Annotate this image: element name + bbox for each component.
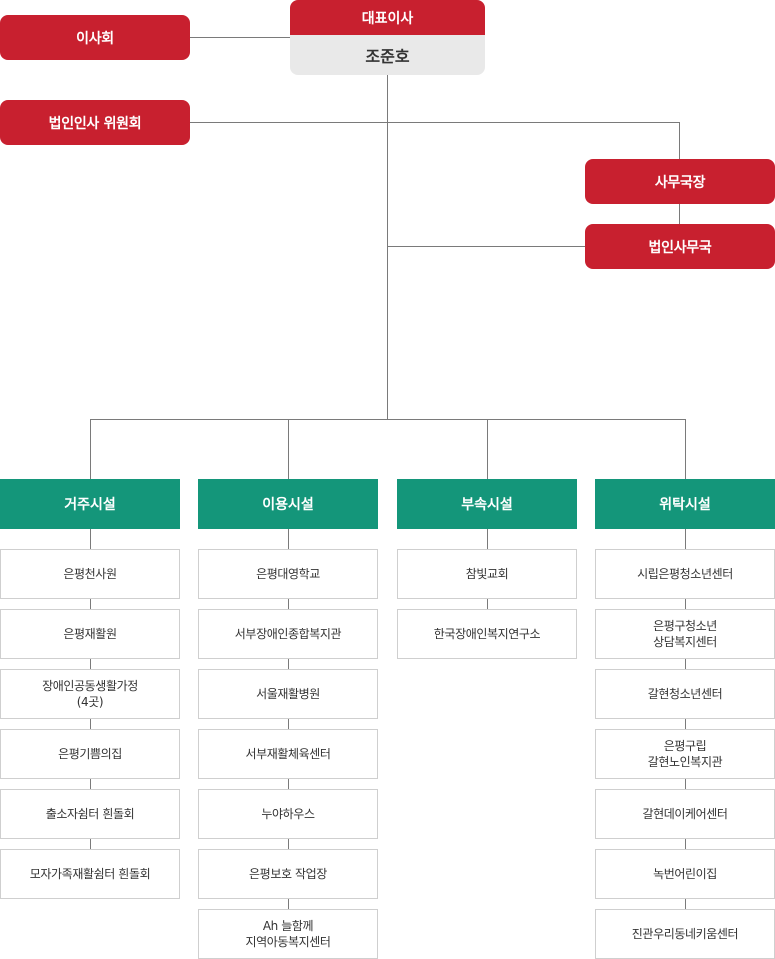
- facility-label: 은평구청소년 상담복지센터: [653, 619, 717, 649]
- facility-label: 출소자쉼터 흰돌회: [45, 807, 135, 821]
- facility-box: 모자가족재활쉼터 흰돌회: [0, 849, 180, 899]
- column-header-affiliated: 부속시설: [397, 479, 577, 529]
- facility-box: 은평기쁨의집: [0, 729, 180, 779]
- facility-box: 갈현데이케어센터: [595, 789, 775, 839]
- ceo-name: 조준호: [290, 35, 485, 75]
- ceo-title: 대표이사: [290, 0, 485, 35]
- facility-box: Ah 늘함께 지역아동복지센터: [198, 909, 378, 959]
- facility-label: 서부재활체육센터: [245, 747, 331, 761]
- column-header-commissioned: 위탁시설: [595, 479, 775, 529]
- facility-box: 은평구립 갈현노인복지관: [595, 729, 775, 779]
- facility-label: 한국장애인복지연구소: [433, 627, 541, 641]
- facility-box: 시립은평청소년센터: [595, 549, 775, 599]
- facility-label: 진관우리동네키움센터: [631, 927, 739, 941]
- facility-box: 출소자쉼터 흰돌회: [0, 789, 180, 839]
- facility-box: 서부재활체육센터: [198, 729, 378, 779]
- facility-label: Ah 늘함께 지역아동복지센터: [245, 919, 331, 949]
- facility-label: 누야하우스: [261, 807, 315, 821]
- facility-box: 누야하우스: [198, 789, 378, 839]
- facility-label: 갈현청소년센터: [647, 687, 723, 701]
- facility-box: 은평보호 작업장: [198, 849, 378, 899]
- secretary-general-box: 사무국장: [585, 159, 775, 204]
- column-header-usage: 이용시설: [198, 479, 378, 529]
- facility-box: 은평재활원: [0, 609, 180, 659]
- facility-box: 참빛교회: [397, 549, 577, 599]
- facility-box: 장애인공동생활가정 (4곳): [0, 669, 180, 719]
- facility-label: 은평대영학교: [256, 567, 320, 581]
- column-header-residential: 거주시설: [0, 479, 180, 529]
- facility-label: 서부장애인종합복지관: [234, 627, 342, 641]
- facility-label: 모자가족재활쉼터 흰돌회: [29, 867, 151, 881]
- board-box: 이사회: [0, 15, 190, 60]
- facility-box: 진관우리동네키움센터: [595, 909, 775, 959]
- facility-box: 은평대영학교: [198, 549, 378, 599]
- facility-box: 서울재활병원: [198, 669, 378, 719]
- facility-box: 녹번어린이집: [595, 849, 775, 899]
- facility-box: 갈현청소년센터: [595, 669, 775, 719]
- facility-label: 은평재활원: [63, 627, 117, 641]
- facility-label: 은평보호 작업장: [249, 867, 327, 881]
- facility-label: 시립은평청소년센터: [637, 567, 733, 581]
- committee-box: 법인인사 위원회: [0, 100, 190, 145]
- facility-label: 참빛교회: [465, 567, 509, 581]
- facility-label: 은평기쁨의집: [58, 747, 122, 761]
- facility-box: 서부장애인종합복지관: [198, 609, 378, 659]
- facility-box: 은평구청소년 상담복지센터: [595, 609, 775, 659]
- facility-label: 녹번어린이집: [653, 867, 717, 881]
- facility-box: 은평천사원: [0, 549, 180, 599]
- facility-label: 은평천사원: [63, 567, 117, 581]
- ceo-box: 대표이사 조준호: [290, 0, 485, 75]
- facility-label: 장애인공동생활가정 (4곳): [42, 679, 138, 709]
- facility-label: 갈현데이케어센터: [642, 807, 728, 821]
- secretariat-box: 법인사무국: [585, 224, 775, 269]
- facility-label: 서울재활병원: [256, 687, 320, 701]
- facility-label: 은평구립 갈현노인복지관: [647, 739, 723, 769]
- facility-box: 한국장애인복지연구소: [397, 609, 577, 659]
